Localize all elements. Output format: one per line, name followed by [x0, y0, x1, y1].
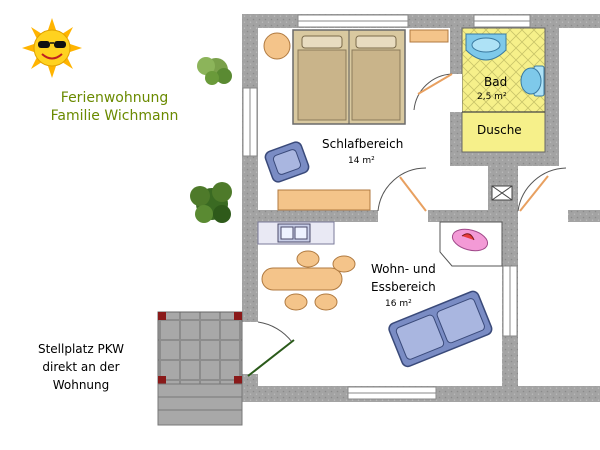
fruit-bowl-icon [451, 228, 489, 252]
shaft [491, 185, 513, 201]
parking-label: Stellplatz PKW direkt an der Wohnung [6, 340, 156, 394]
sun-icon [22, 18, 82, 78]
parking-line-1: Stellplatz PKW [37, 342, 125, 356]
double-bed-icon [292, 29, 406, 125]
parking-area [157, 311, 243, 426]
parking-line-2: direkt an der [42, 360, 120, 374]
living-name-line-2: Essbereich [371, 280, 436, 294]
windows [242, 14, 531, 400]
living-name-line-1: Wohn- und [371, 262, 436, 276]
parking-line-3: Wohnung [52, 378, 110, 392]
dresser-icon [277, 189, 371, 211]
bath-area: 2,5 m² [477, 92, 507, 102]
title-line-1: Ferienwohnung [60, 90, 169, 106]
dining-table-icon [261, 250, 356, 311]
bedroom-furniture [263, 29, 449, 211]
armchair-icon [264, 141, 310, 183]
toilet-icon [520, 65, 545, 97]
title-line-2: Familie Wichmann [50, 108, 179, 124]
doors [242, 73, 568, 377]
living-furniture [257, 221, 503, 368]
tree-icon [197, 57, 232, 85]
sofa-icon [388, 290, 493, 368]
tree-icon [190, 182, 232, 223]
living-area: 16 m² [385, 299, 412, 309]
bath-area [461, 27, 546, 153]
shower-name: Dusche [477, 123, 522, 137]
round-table-icon [263, 32, 291, 60]
apartment-title: Ferienwohnung Familie Wichmann [22, 89, 207, 125]
bath-name: Bad [484, 75, 508, 89]
bedroom-name: Schlafbereich [322, 137, 404, 151]
steps [157, 383, 243, 426]
bedroom-area: 14 m² [348, 156, 375, 166]
